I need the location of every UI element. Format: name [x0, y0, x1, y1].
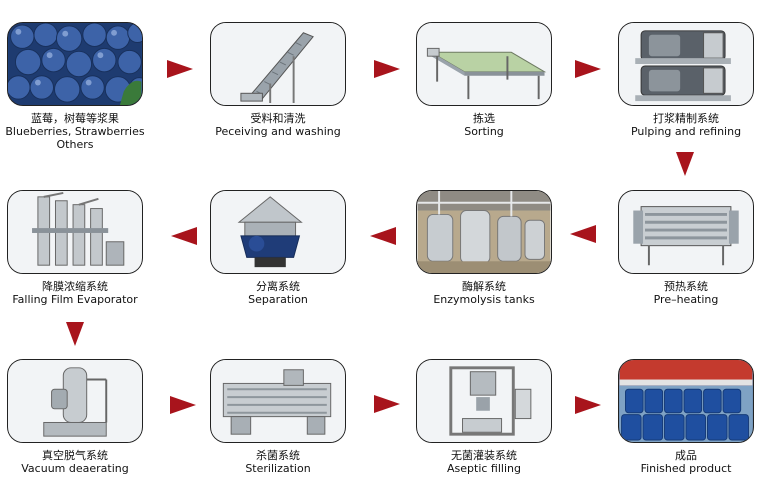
evaporator-columns-icon: [7, 190, 143, 274]
step-label-en: Finished product: [640, 462, 732, 475]
arrow-right: [170, 396, 196, 414]
step-label-en: Falling Film Evaporator: [12, 293, 138, 306]
step-caption: 真空脱气系统 Vacuum deaerating: [0, 449, 160, 475]
arrow-right: [167, 60, 193, 78]
arrow-left: [570, 225, 596, 243]
step-label-zh: 预热系统: [664, 280, 708, 293]
deaerator-tank-icon: [7, 359, 143, 443]
step-caption: 降膜浓缩系统 Falling Film Evaporator: [0, 280, 160, 306]
step-label-en: Separation: [248, 293, 308, 306]
elevator-conveyor-icon: [210, 22, 346, 106]
step-label-zh: 杀菌系统: [256, 449, 300, 462]
step-label-zh: 拣选: [473, 112, 495, 125]
step-label-en: Pulping and refining: [630, 125, 742, 138]
step-caption: 蓝莓，树莓等浆果 Blueberries, Strawberries Other…: [0, 112, 160, 151]
step-label-zh: 打浆精制系统: [653, 112, 719, 125]
step-label-en-2: Others: [56, 138, 94, 151]
step-label-en: Blueberries, Strawberries: [5, 125, 145, 138]
step-label-en: Aseptic filling: [447, 462, 521, 475]
arrow-left: [370, 227, 396, 245]
step-label-en: Peceiving and washing: [215, 125, 341, 138]
step-label-zh: 分离系统: [256, 280, 300, 293]
arrow-left: [171, 227, 197, 245]
arrow-right: [374, 395, 400, 413]
blueberries-photo-icon: [7, 22, 143, 106]
step-label-en: Sterilization: [245, 462, 311, 475]
step-label-zh: 真空脱气系统: [42, 449, 108, 462]
step-caption: 分离系统 Separation: [193, 280, 363, 306]
sorting-conveyor-icon: [416, 22, 552, 106]
aseptic-filler-icon: [416, 359, 552, 443]
tubular-heater-icon: [618, 190, 754, 274]
step-label-en: Sorting: [464, 125, 504, 138]
tank-plant-photo-icon: [416, 190, 552, 274]
step-caption: 无菌灌装系统 Aseptic filling: [399, 449, 569, 475]
centrifuge-separator-icon: [210, 190, 346, 274]
drums-photo-icon: [618, 359, 754, 443]
arrow-right: [374, 60, 400, 78]
step-label-zh: 蓝莓，树莓等浆果: [31, 112, 119, 125]
step-label-zh: 降膜浓缩系统: [42, 280, 108, 293]
tube-sterilizer-icon: [210, 359, 346, 443]
pulper-machine-icon: [618, 22, 754, 106]
arrow-right: [575, 60, 601, 78]
arrow-down: [676, 152, 694, 176]
arrow-right: [575, 396, 601, 414]
step-label-en: Vacuum deaerating: [21, 462, 129, 475]
step-label-zh: 受料和清洗: [250, 112, 306, 125]
step-caption: 拣选 Sorting: [399, 112, 569, 138]
step-caption: 预热系统 Pre–heating: [601, 280, 768, 306]
step-caption: 杀菌系统 Sterilization: [193, 449, 363, 475]
step-caption: 受料和清洗 Peceiving and washing: [193, 112, 363, 138]
step-caption: 酶解系统 Enzymolysis tanks: [399, 280, 569, 306]
step-label-zh: 成品: [675, 449, 697, 462]
arrow-down: [66, 322, 84, 346]
step-label-zh: 酶解系统: [462, 280, 506, 293]
step-label-zh: 无菌灌装系统: [451, 449, 517, 462]
blueberries-graphic: [8, 23, 142, 105]
step-caption: 成品 Finished product: [601, 449, 768, 475]
step-label-en: Pre–heating: [653, 293, 719, 306]
step-label-en: Enzymolysis tanks: [433, 293, 535, 306]
step-caption: 打浆精制系统 Pulping and refining: [601, 112, 768, 138]
